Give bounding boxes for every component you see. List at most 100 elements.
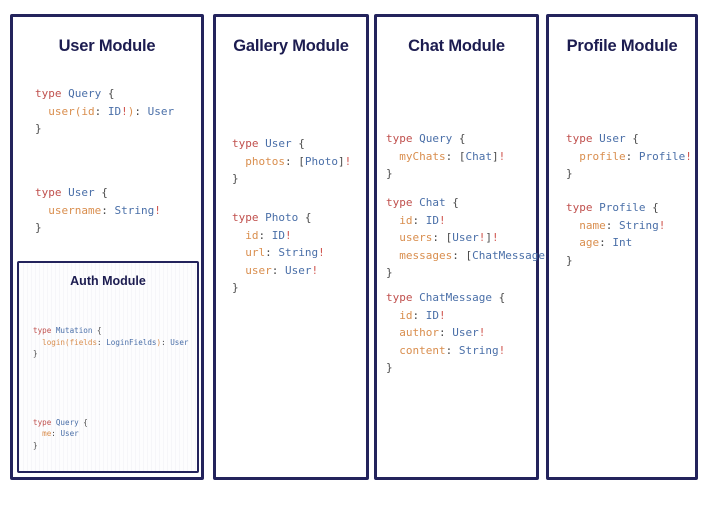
code-token: String [619,218,659,232]
code-token: String [278,246,319,259]
code-token: type [33,417,56,427]
code-token: ) [156,337,162,347]
code-token: } [35,221,42,234]
code-block-user-query: type Query { user(id: ID!): User } [35,85,174,138]
code-token: ! [121,104,128,118]
code-block-auth-query: type Query { me: User } [33,417,197,452]
code-token: User [68,186,95,199]
code-block-profile-type: type Profile { name: String! age: Int } [566,199,665,269]
panel-profile-module: Profile Module type User { profile: Prof… [546,14,698,480]
code-token: Profile [638,149,686,163]
code-token: ! [154,203,161,217]
code-token: : [258,228,272,242]
code-token: login [33,337,66,347]
code-token: : [265,246,279,259]
code-block-auth-mutation: type Mutation { login(fields: LoginField… [33,325,197,360]
code-token: User [285,263,312,277]
code-token: : [271,263,285,277]
code-token: Mutation [55,326,93,335]
code-token: [ [445,231,453,244]
code-token: ! [478,326,486,339]
code-token: : [134,104,148,118]
code-token: { [452,132,466,145]
code-token: ) [127,104,135,118]
code-token: fields [69,337,98,347]
code-token: String [114,203,155,217]
code-token: ! [311,263,319,277]
code-token: type [35,186,69,199]
code-token: Chat [419,196,446,209]
code-token: id [386,308,413,322]
code-token: ! [478,231,486,244]
code-token: ] [485,231,492,244]
code-token: type [386,291,420,304]
code-token: id [232,228,259,242]
code-token: } [386,266,393,279]
code-token: type [566,132,600,145]
code-token: username [35,203,102,217]
code-token: ! [439,308,446,322]
code-token: { [491,291,506,304]
code-token: : [101,203,115,217]
code-token: User [452,326,479,339]
code-token: : [284,154,299,168]
panel-title-profile-module: Profile Module [566,37,678,55]
code-token: age [566,236,600,249]
panel-chat-module: Chat Module type Query { myChats: [ Chat]… [374,14,558,480]
code-token: photos [232,154,285,168]
code-block-gallery-photo: type Photo { id: ID! url: String! user: … [232,209,325,297]
code-token: : [445,343,459,357]
code-token: : [438,326,453,339]
code-token: User [147,104,175,118]
code-token: : [94,104,108,118]
code-token: : [161,337,171,347]
code-token: { [291,137,305,150]
code-token: ! [498,149,506,163]
code-token: { [94,186,108,199]
code-token: Photo [265,211,299,224]
code-token: : [412,213,426,227]
code-token: id [81,104,95,118]
code-token: ! [685,149,692,163]
code-token: } [566,167,573,180]
code-token: ! [498,343,506,357]
code-token: } [386,361,393,374]
panel-user-module: User Module type Query { user(id: ID!): … [10,14,204,480]
code-token: : [445,149,459,163]
code-token: Chat [465,149,492,163]
code-token: ! [285,228,292,242]
code-token: myChats [386,149,446,163]
code-block-gallery-user: type User { photos: [Photo]! } [232,135,351,188]
panel-title-chat-module: Chat Module [408,37,505,55]
code-token: User [265,137,292,150]
code-token: User [452,231,479,244]
panel-title-user-module: User Module [58,37,156,55]
code-token: type [386,132,420,145]
code-token: { [92,326,102,335]
code-token: user [35,104,75,118]
code-token: : [51,429,61,439]
code-block-chat-type: type Chat { id: ID! users: [User!]! mess… [386,194,558,282]
code-token: : [412,308,426,322]
code-token: { [625,132,639,145]
code-token: Profile [599,201,646,214]
code-token: { [445,196,459,209]
code-token: } [566,253,573,267]
code-token: ChatMessage [472,248,545,262]
panel-gallery-module: Gallery Module type User { photos: [Phot… [213,14,369,480]
code-token: { [298,211,312,224]
code-token: } [35,122,42,135]
code-token: messages [386,248,453,262]
code-token: } [33,349,38,359]
code-token: Query [419,132,453,145]
code-token: [ [465,248,473,262]
code-token: users [386,231,433,244]
code-token: ID [425,308,439,322]
code-token: content [386,343,446,357]
code-token: type [33,326,56,335]
code-token: : [432,231,446,244]
code-token: user [232,263,272,277]
code-token: name [566,218,606,232]
code-token: User [170,337,189,347]
code-token: type [232,137,266,150]
